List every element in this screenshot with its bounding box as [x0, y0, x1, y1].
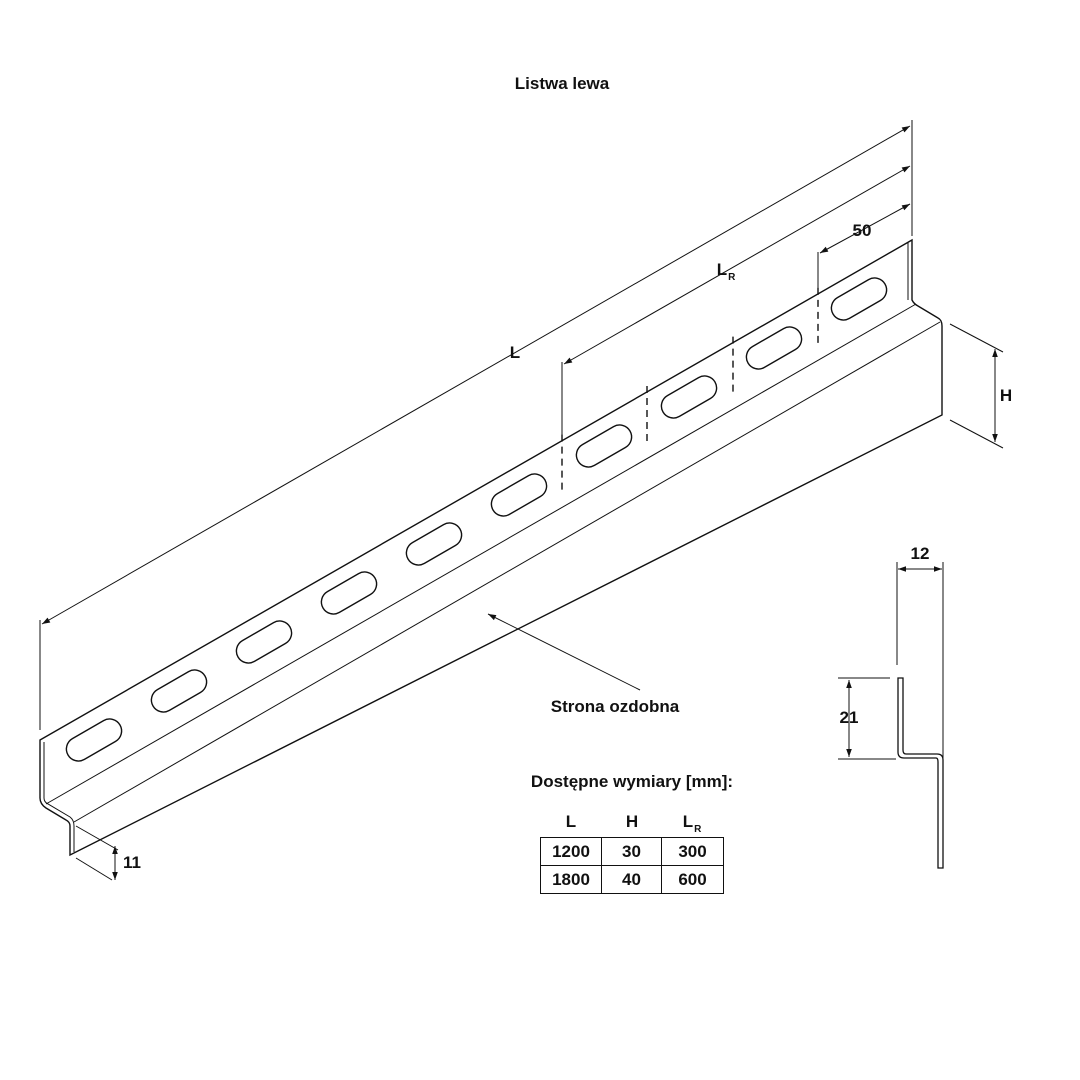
- dim-LR-label: LR: [716, 260, 736, 283]
- slot: [660, 375, 718, 419]
- dim-12-label: 12: [910, 544, 930, 563]
- table-header-H: H: [625, 812, 639, 831]
- cell: 1800: [540, 865, 602, 894]
- dim-50-label: 50: [852, 221, 872, 240]
- profile-section: [897, 677, 944, 869]
- cell: 1200: [540, 837, 602, 866]
- cell: 30: [601, 837, 662, 866]
- cell: 40: [601, 865, 662, 894]
- slot: [745, 326, 803, 370]
- dim-H-label: H: [999, 386, 1013, 405]
- slot: [575, 424, 633, 468]
- header-LR-main: L: [682, 812, 694, 831]
- decorative-side-label: Strona ozdobna: [550, 697, 680, 716]
- table-header-L: L: [565, 812, 577, 831]
- header-LR-sub: R: [694, 824, 702, 835]
- drawing-title: Listwa lewa: [514, 74, 610, 93]
- slot: [830, 277, 888, 321]
- slot: [150, 669, 208, 713]
- table-header-LR: LR: [682, 812, 702, 835]
- dim-L-label: L: [509, 343, 521, 362]
- dim-LR-main: L: [716, 260, 728, 279]
- dimension-lines: [39, 120, 1004, 881]
- dim-LR-sub: R: [728, 272, 736, 283]
- slot: [65, 718, 123, 762]
- table-caption: Dostępne wymiary [mm]:: [530, 772, 734, 791]
- cell: 600: [661, 865, 724, 894]
- cell: 300: [661, 837, 724, 866]
- slot: [235, 620, 293, 664]
- dim-11-label: 11: [123, 853, 141, 872]
- mounting-slots: [65, 277, 888, 762]
- slot: [490, 473, 548, 517]
- dim-21-label: 21: [839, 708, 859, 727]
